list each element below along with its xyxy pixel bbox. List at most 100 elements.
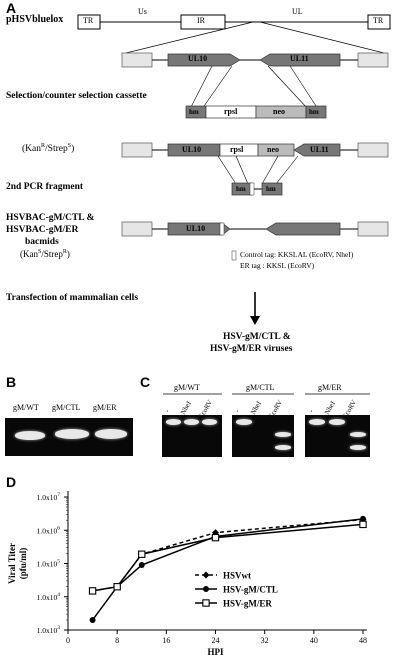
- rpsl-label-2: rpsl: [230, 145, 244, 154]
- data-point: [113, 583, 121, 591]
- tr-right-box: [367, 14, 391, 30]
- ul11-arrow-2: [293, 143, 341, 157]
- ul11-arrow-1: [259, 53, 341, 67]
- panel-b-lane-3: gM/ER: [93, 403, 117, 412]
- y-tick-label: 1.0x107: [37, 492, 61, 502]
- bacmid-line2: HSVBAC-gM/ER: [6, 225, 79, 235]
- ul11-arrow-3: [265, 222, 341, 236]
- x-tick-label: 32: [261, 636, 269, 645]
- data-point: [88, 587, 97, 595]
- cassette-hm-right: [305, 105, 327, 119]
- tag-legend-swatch: [231, 250, 237, 261]
- panel-b-gel: [5, 418, 133, 456]
- viruses-line1: HSV-gM/CTL &: [223, 332, 291, 342]
- x-tick-label: 24: [212, 636, 220, 645]
- gel-band: [350, 445, 366, 450]
- gel-band: [275, 445, 291, 450]
- tr-left-label: TR: [83, 16, 94, 25]
- ir-label: IR: [197, 16, 205, 25]
- data-point: [138, 550, 146, 558]
- y-tick-label: 1.0x105: [37, 559, 61, 569]
- gel-band: [202, 419, 217, 425]
- flank-right-1: [357, 52, 389, 68]
- gel-band: [184, 419, 199, 425]
- cassette-hm-right-label: hm: [309, 108, 319, 116]
- legend-marker: [203, 586, 209, 592]
- cassette-hm-left-label: hm: [189, 108, 199, 116]
- data-point: [89, 617, 96, 623]
- data-point: [211, 533, 220, 542]
- ul-label: UL: [292, 7, 303, 16]
- panel-c-gel-ctl: [232, 415, 294, 457]
- flank-right-3: [357, 221, 389, 237]
- ul10-arrow-1: [167, 53, 241, 67]
- panel-c-group-lines: [163, 393, 370, 395]
- data-point: [359, 520, 367, 529]
- panel-a-schematic: [77, 14, 391, 325]
- y-axis-title: Viral Titer(pfu/ml): [7, 543, 28, 584]
- y-tick-label: 1.0x103: [37, 625, 61, 635]
- panel-c-group-1: gM/WT: [174, 383, 200, 392]
- gel-band: [95, 429, 127, 439]
- data-point: [360, 515, 366, 522]
- second-pcr-label: 2nd PCR fragment: [6, 182, 84, 192]
- resistance-label-1: (KanR/StrepS): [22, 143, 75, 155]
- cassette-title: Selection/counter selection cassette: [6, 91, 147, 101]
- x-tick-label: 40: [310, 636, 318, 645]
- panel-c-group-3: gM/ER: [318, 383, 342, 392]
- gel-band: [309, 419, 325, 425]
- x-tick-label: 8: [115, 636, 119, 645]
- transfection-label: Transfection of mammalian cells: [6, 293, 139, 303]
- legend-label: HSV-gM/CTL: [223, 585, 278, 595]
- panel-b-letter: B: [6, 374, 17, 390]
- panel-b-lane-2: gM/CTL: [52, 403, 81, 412]
- panel-c-gel-wt: [162, 415, 222, 457]
- pcr-hm-right-label: hm: [266, 185, 276, 193]
- ul10-label-2: UL10: [182, 145, 202, 154]
- legend-label: HSVwt: [223, 571, 251, 581]
- legend-label: HSV-gM/ER: [223, 599, 272, 609]
- ul10-arrow-3: [167, 222, 231, 236]
- bacmid-line3: bacmids: [25, 237, 59, 247]
- gel-band: [15, 431, 45, 440]
- ul10-label-1: UL10: [188, 54, 208, 63]
- gel-band: [236, 419, 252, 425]
- bacmid-resistance: (KanS/StrepR): [20, 249, 70, 259]
- pcr-hm-left-label: hm: [236, 185, 246, 193]
- bacmid-line1: HSVBAC-gM/CTL &: [6, 213, 95, 223]
- panel-c-gel-er: [305, 415, 370, 457]
- data-point: [138, 562, 145, 568]
- flank-left-3: [121, 221, 153, 237]
- us-label: Us: [138, 7, 147, 16]
- flank-left-1: [121, 52, 153, 68]
- plasmid-label: pHSVbluelox: [6, 14, 64, 25]
- panel-c-group-2: gM/CTL: [246, 383, 275, 392]
- ir-box: [180, 14, 226, 30]
- gel-band: [166, 419, 181, 425]
- panel-c-letter: C: [140, 374, 151, 390]
- gel-band: [275, 432, 291, 437]
- neo-label-2: neo: [267, 145, 279, 154]
- panel-d-letter: D: [6, 474, 17, 490]
- x-tick-label: 48: [359, 636, 367, 645]
- cassette-rpsl-label: rpsl: [224, 107, 238, 116]
- legend-marker: [202, 571, 210, 579]
- panel-a-letter: A: [6, 0, 17, 16]
- ul11-label-2: UL11: [310, 145, 329, 154]
- ul11-label-1: UL11: [290, 54, 309, 63]
- tr-left-box: [77, 14, 101, 30]
- panel-b-lane-1: gM/WT: [13, 403, 39, 412]
- pcr-tag: [249, 182, 255, 196]
- legend-marker: [202, 599, 210, 607]
- y-tick-label: 1.0x106: [37, 525, 61, 535]
- viruses-line2: HSV-gM/ER viruses: [210, 344, 293, 354]
- gel-band: [55, 429, 89, 439]
- cassette-neo-label: neo: [273, 107, 285, 116]
- x-tick-label: 0: [66, 636, 70, 645]
- gel-band: [350, 432, 366, 437]
- control-tag-label: Control tag: KKSLAL (EcoRV, NheI): [240, 250, 354, 259]
- ul10-label-3: UL10: [186, 224, 206, 233]
- x-axis-title: HPI: [207, 647, 223, 655]
- y-tick-label: 1.0x104: [37, 592, 61, 602]
